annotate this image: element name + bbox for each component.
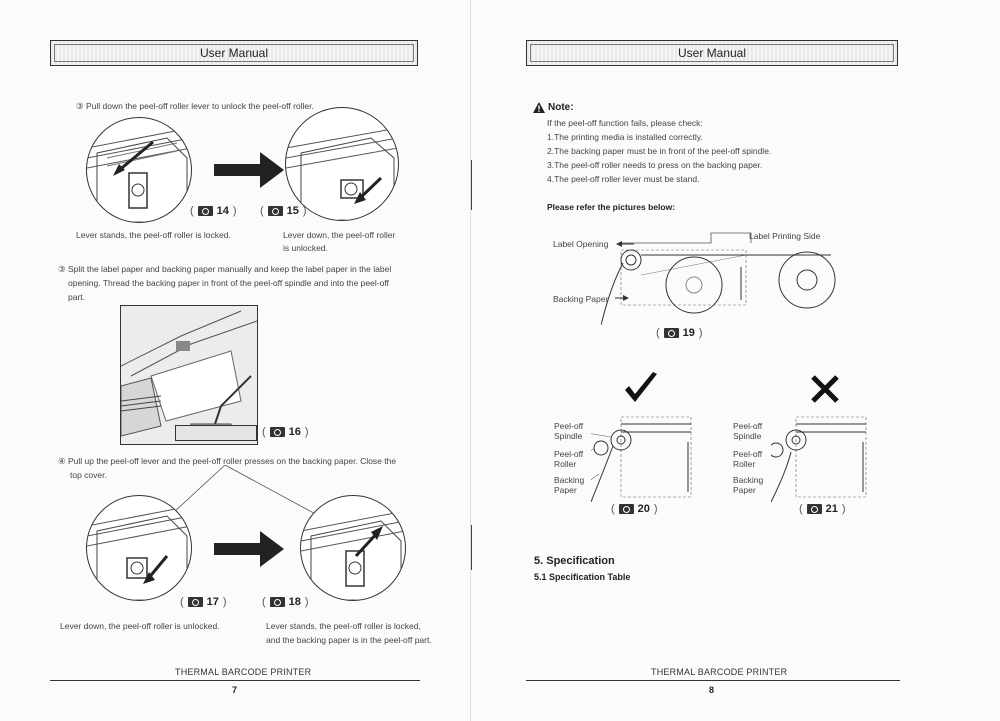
figure-18-label: ( 18 ) <box>262 596 309 608</box>
caption-14: Lever stands, the peel-off roller is loc… <box>76 230 231 240</box>
figure-17-label: ( 17 ) <box>180 596 227 608</box>
figure-17-image <box>86 495 192 601</box>
camera-icon <box>197 206 213 216</box>
cross-icon <box>811 375 839 403</box>
checkmark-icon <box>625 372 657 402</box>
camera-icon <box>269 597 285 607</box>
peel-off-spindle-label-20: Peel-off Spindle <box>554 421 584 442</box>
camera-icon <box>806 504 822 514</box>
note-item-1: 1.The printing media is installed correc… <box>547 132 703 142</box>
left-page-number: 7 <box>232 685 238 695</box>
camera-icon <box>187 597 203 607</box>
diagram-21 <box>771 416 867 502</box>
warning-triangle-icon <box>533 102 545 113</box>
pointer-arrow <box>616 241 634 247</box>
figure-14-label: ( 14 ) <box>190 205 237 217</box>
specification-heading: 5. Specification <box>534 555 615 567</box>
figure-16-strip <box>175 425 257 441</box>
note-heading: Note: <box>533 102 574 113</box>
caption-15-line-1: Lever down, the peel-off roller <box>283 230 396 240</box>
printer-detail-drawing <box>286 127 398 220</box>
left-page: User Manual ③ Pull down the peel-off rol… <box>0 0 470 721</box>
figure-15-label: ( 15 ) <box>260 205 307 217</box>
note-item-3: 3.The peel-off roller needs to press on … <box>547 160 763 170</box>
camera-icon <box>663 328 679 338</box>
peel-off-roller-label-21: Peel-off Roller <box>733 449 763 470</box>
backing-paper-label: Backing Paper <box>553 294 609 304</box>
diagram-20 <box>591 416 692 502</box>
note-intro: If the peel-off function fails, please c… <box>547 118 703 128</box>
specification-table-heading: 5.1 Specification Table <box>534 572 631 582</box>
caption-15-line-2: is unlocked. <box>283 243 328 253</box>
refer-pictures-text: Please refer the pictures below: <box>547 202 676 212</box>
diagram-19 <box>601 232 831 325</box>
figure-20-label: ( 20 ) <box>611 503 658 515</box>
figure-15-image <box>285 107 399 221</box>
step-3-line-1: ③ Split the label paper and backing pape… <box>58 264 392 274</box>
binding-mark <box>470 160 472 210</box>
peel-off-spindle-label-21: Peel-off Spindle <box>733 421 763 442</box>
backing-paper-label-21: Backing Paper <box>733 475 764 496</box>
caption-17: Lever down, the peel-off roller is unloc… <box>60 621 220 631</box>
step-4-line-1: ④ Pull up the peel-off lever and the pee… <box>58 456 397 466</box>
right-header-title: User Manual <box>530 44 894 62</box>
left-footer-title: THERMAL BARCODE PRINTER <box>175 667 312 677</box>
figure-21-label: ( 21 ) <box>799 503 846 515</box>
camera-icon <box>618 504 634 514</box>
note-item-2: 2.The backing paper must be in front of … <box>547 146 772 156</box>
camera-icon <box>267 206 283 216</box>
camera-icon <box>269 427 285 437</box>
arrow-right-icon <box>214 531 284 567</box>
label-roll-circle <box>778 251 836 309</box>
left-header-title: User Manual <box>54 44 414 62</box>
figure-14-image <box>86 117 192 223</box>
printer-interior-drawing <box>121 306 257 444</box>
right-page: User Manual Note: If the peel-off functi… <box>470 0 1000 721</box>
step-4-line-2: top cover. <box>70 470 107 480</box>
step-3-line-3: part. <box>68 292 86 302</box>
left-footer-divider <box>50 680 420 681</box>
left-header: User Manual <box>50 40 418 66</box>
printer-detail-drawing <box>87 127 191 222</box>
right-page-number: 8 <box>709 685 715 695</box>
step-2-text: ③ Pull down the peel-off roller lever to… <box>76 101 314 111</box>
backing-paper-label-20: Backing Paper <box>554 475 585 496</box>
caption-18-line-1: Lever stands, the peel-off roller is loc… <box>266 621 421 631</box>
right-footer-title: THERMAL BARCODE PRINTER <box>651 667 788 677</box>
right-footer-divider <box>526 680 900 681</box>
caption-18-line-2: and the backing paper is in the peel-off… <box>266 635 432 645</box>
note-item-4: 4.The peel-off roller lever must be stan… <box>547 174 700 184</box>
figure-16-label: ( 16 ) <box>262 426 309 438</box>
figure-16-image <box>120 305 258 445</box>
label-printing-side-label: Label Printing Side <box>749 231 821 241</box>
arrow-right-icon <box>214 152 284 188</box>
binding-mark <box>470 525 472 570</box>
figure-18-image <box>300 495 406 601</box>
peel-off-roller-label-20: Peel-off Roller <box>554 449 584 470</box>
label-opening-label: Label Opening <box>553 239 609 249</box>
step-3-line-2: opening. Thread the backing paper in fro… <box>68 278 389 288</box>
right-header: User Manual <box>526 40 898 66</box>
figure-19-label: ( 19 ) <box>656 327 703 339</box>
printer-detail-drawing <box>87 505 191 600</box>
pointer-arrow <box>615 295 629 301</box>
printer-detail-drawing <box>301 510 405 600</box>
